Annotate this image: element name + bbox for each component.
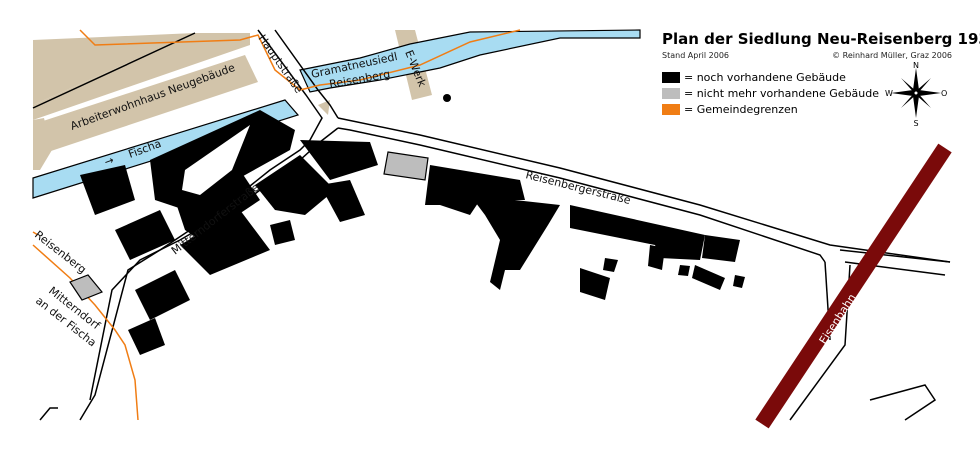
- label-hauptstrasse: Hauptstraße: [256, 32, 306, 96]
- demolished-buildings: [69, 151, 429, 301]
- compass-o: O: [941, 89, 947, 98]
- stand-date: Stand April 2006: [662, 51, 729, 60]
- compass-rose-icon: N S W O: [885, 61, 947, 126]
- legend-item-demolished: = nicht mehr vorhandene Gebäude: [662, 87, 952, 100]
- map-legend: Plan der Siedlung Neu-Reisenberg 1930 St…: [662, 30, 980, 116]
- municipal-borders: [32, 29, 521, 421]
- compass-w: W: [885, 89, 893, 98]
- legend-swatch: [662, 104, 680, 115]
- label-fischa-arrow: →: [103, 153, 116, 168]
- railway-line: [755, 143, 952, 429]
- legend-label: = nicht mehr vorhandene Gebäude: [684, 87, 880, 100]
- compass-s: S: [913, 119, 918, 126]
- compass-n: N: [913, 61, 919, 70]
- legend-label: = Gemeindegrenzen: [684, 103, 798, 116]
- map-title: Plan der Siedlung Neu-Reisenberg 1930: [662, 30, 980, 48]
- point-marker: [443, 94, 451, 102]
- copyright: © Reinhard Müller, Graz 2006: [832, 51, 952, 60]
- existing-buildings: [80, 110, 745, 355]
- legend-item-borders: = Gemeindegrenzen: [662, 103, 952, 116]
- legend-swatch: [662, 88, 680, 99]
- courtyard: [182, 125, 250, 195]
- label-reisenbergerstrasse: Reisenbergerstraße: [524, 168, 632, 207]
- legend-item-existing: = noch vorhandene Gebäude: [662, 71, 952, 84]
- legend-swatch: [662, 72, 680, 83]
- legend-label: = noch vorhandene Gebäude: [684, 71, 846, 84]
